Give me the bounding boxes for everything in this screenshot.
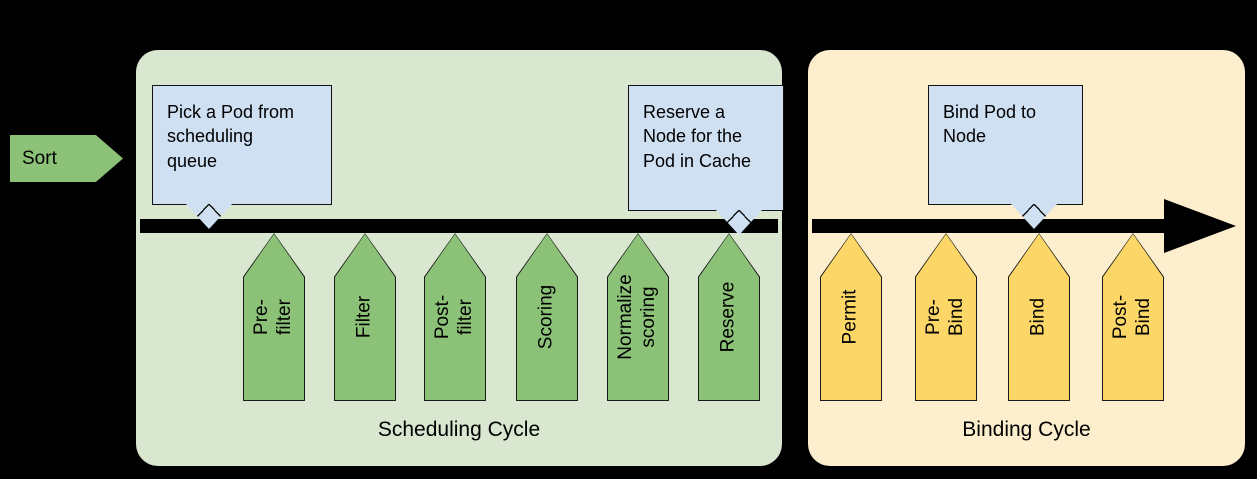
callout-pick-pod: Pick a Pod from scheduling queue [152, 85, 332, 229]
plugin-label: Scoring [535, 284, 557, 350]
callout-text: Pick a Pod from scheduling queue [167, 102, 295, 171]
callout-bind-pod: Bind Pod to Node [928, 85, 1083, 229]
sort-stage-arrow: Sort [10, 135, 123, 182]
sort-stage-label: Sort [22, 148, 57, 169]
binding-cycle-label: Binding Cycle [962, 418, 1091, 441]
plugin-label: Permit [839, 289, 861, 345]
plugin-label: Post-Bind [1110, 294, 1154, 340]
scheduling-cycle-label: Scheduling Cycle [377, 418, 541, 441]
callout-text: Reserve a Node for the Pod in Cache [643, 102, 752, 171]
timeline-segment-binding [812, 219, 1164, 233]
plugin-label: Pre-filter [251, 299, 295, 335]
timeline-segment-scheduling [140, 219, 778, 233]
plugin-label: Post-filter [432, 294, 476, 340]
plugin-label: Bind [1027, 297, 1049, 337]
plugin-label: Pre-Bind [923, 297, 967, 337]
callout-text: Bind Pod to Node [943, 102, 1037, 147]
plugin-label: Filter [353, 295, 375, 339]
plugin-label: Normalize scoring [615, 274, 659, 360]
plugin-label: Reserve [717, 281, 739, 353]
callout-reserve-node: Reserve a Node for the Pod in Cache [628, 85, 784, 235]
plugin-arrow-post-bind: Post-Bind [1102, 233, 1164, 401]
